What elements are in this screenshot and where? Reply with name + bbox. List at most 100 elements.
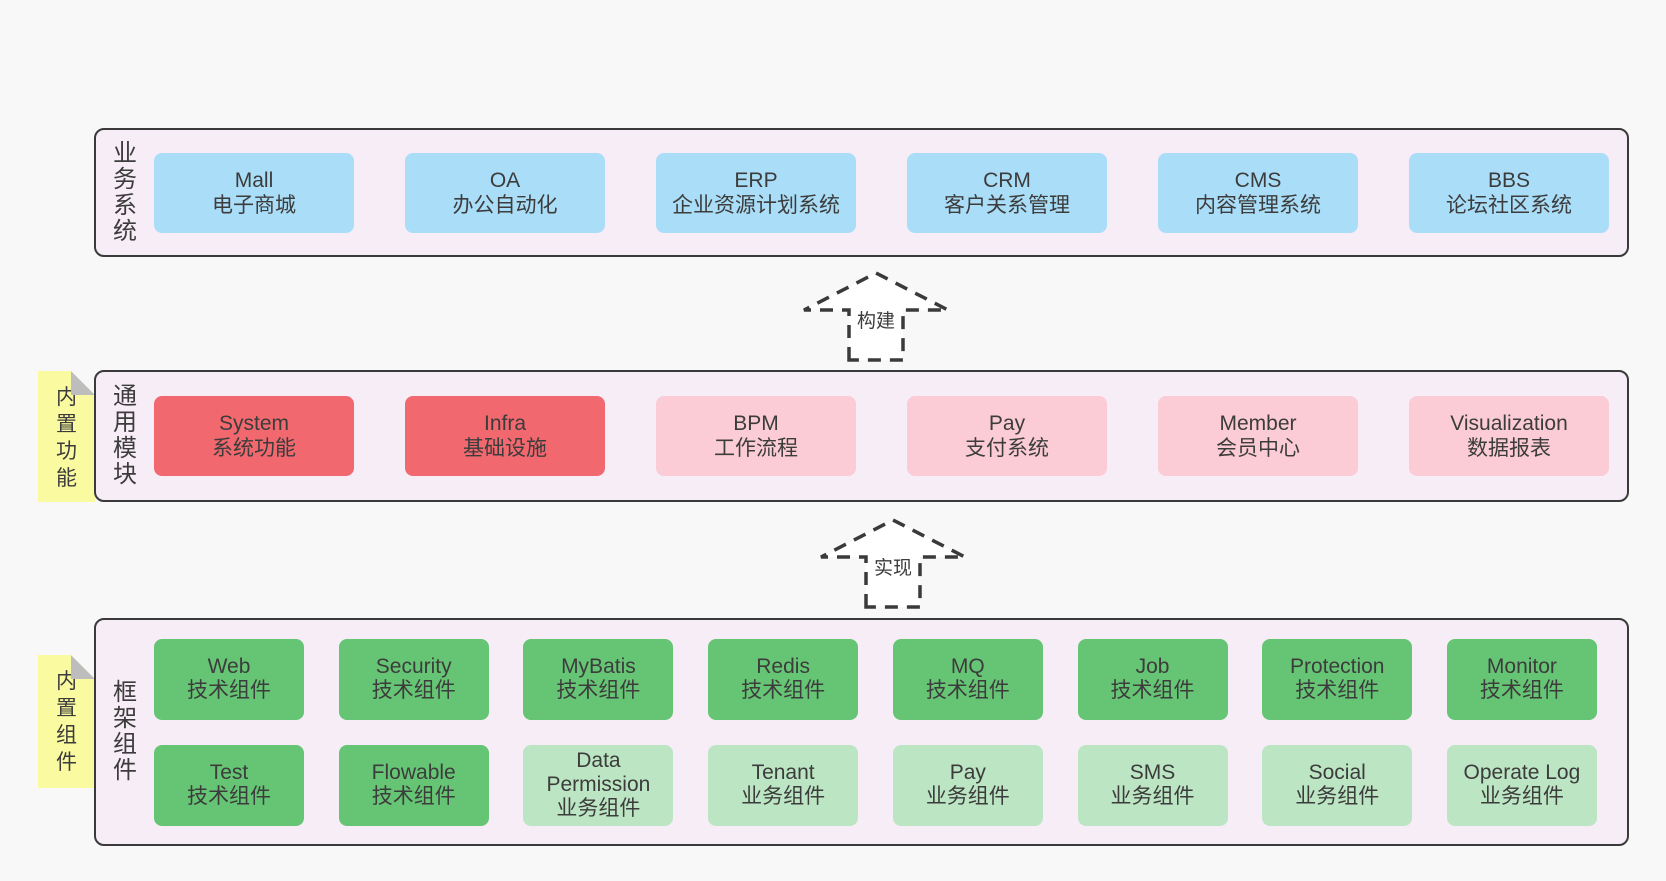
box-label-line: MyBatis: [561, 655, 636, 678]
box-label-line: 业务组件: [1479, 785, 1564, 808]
builtin-features-tag: 内置功能: [38, 371, 95, 502]
box-label-line: Pay: [988, 412, 1026, 435]
box-label-line: 工作流程: [714, 437, 798, 460]
box-label-line: BBS: [1487, 168, 1531, 192]
builtin-components-tag-label: 内置组件: [56, 670, 77, 774]
box-label-line: Flowable: [371, 761, 456, 784]
box-label-line: Operate Log: [1463, 761, 1581, 784]
box-label-line: Redis: [756, 655, 810, 678]
box-label-line: 会员中心: [1216, 437, 1300, 460]
box-label-line: Mall: [234, 168, 274, 192]
box-label-line: 业务组件: [925, 785, 1010, 808]
panel-business-label: 业务系统: [113, 139, 137, 245]
builtin-components-tag: 内置组件: [38, 655, 95, 788]
box-label-line: Infra: [483, 412, 527, 435]
box-label-line: MQ: [950, 655, 985, 678]
box-label-line: Pay: [949, 761, 986, 784]
panel-framework-label: 框架组件: [113, 679, 137, 784]
box-label-line: Protection: [1289, 655, 1385, 678]
box-label-line: SMS: [1129, 761, 1176, 784]
implement-arrow-label: 实现: [874, 557, 912, 579]
box-label-line: Data: [576, 749, 621, 772]
panel-label-column: 业务系统: [96, 130, 154, 255]
box-label-line: 数据报表: [1467, 437, 1551, 460]
box-label-line: 支付系统: [965, 437, 1049, 460]
box-label-line: Security: [375, 655, 452, 678]
box-label-line: 系统功能: [212, 437, 296, 460]
box-label-line: 论坛社区系统: [1446, 193, 1572, 217]
box-label-line: ERP: [734, 168, 778, 192]
box-label-line: 技术组件: [1295, 679, 1380, 702]
box-label-line: 技术组件: [187, 785, 271, 808]
box-label-line: 技术组件: [556, 679, 641, 702]
box-label-line: Visualization: [1450, 412, 1568, 435]
build-arrow: 构建: [801, 270, 951, 363]
box-label-line: 业务组件: [1295, 785, 1380, 808]
box-label-line: Social: [1308, 761, 1366, 784]
box-label-line: Monitor: [1486, 655, 1557, 678]
box-label-line: 业务组件: [1110, 785, 1195, 808]
box-label-line: 业务组件: [741, 785, 826, 808]
box-label-line: 基础设施: [463, 437, 547, 460]
box-label-line: Permission: [546, 773, 651, 796]
box-label-line: 技术组件: [1110, 679, 1195, 702]
folded-corner-icon: [71, 371, 95, 395]
box-label-line: 办公自动化: [452, 193, 558, 217]
implement-arrow: 实现: [818, 517, 968, 610]
box-label-line: CRM: [983, 168, 1031, 192]
box-label-line: 技术组件: [1479, 679, 1564, 702]
box-label-line: CMS: [1234, 168, 1282, 192]
box-label-line: Tenant: [751, 761, 815, 784]
box-label-line: 企业资源计划系统: [672, 193, 840, 217]
panel-label-column: 通用模块: [96, 372, 154, 500]
build-arrow-label: 构建: [857, 310, 895, 332]
box-label-line: 电子商城: [212, 193, 296, 217]
box-label-line: Test: [209, 761, 249, 784]
box-label-line: Web: [207, 655, 251, 678]
box-label-line: 技术组件: [741, 679, 826, 702]
box-label-line: 业务组件: [556, 797, 641, 820]
box-label-line: System: [218, 412, 289, 435]
box-label-line: OA: [489, 168, 521, 192]
box-label-line: BPM: [733, 412, 779, 435]
box-label-line: 客户关系管理: [944, 193, 1070, 217]
box-label-line: 技术组件: [371, 679, 456, 702]
up-arrow-icon: [820, 518, 966, 609]
folded-corner-icon: [71, 655, 95, 679]
